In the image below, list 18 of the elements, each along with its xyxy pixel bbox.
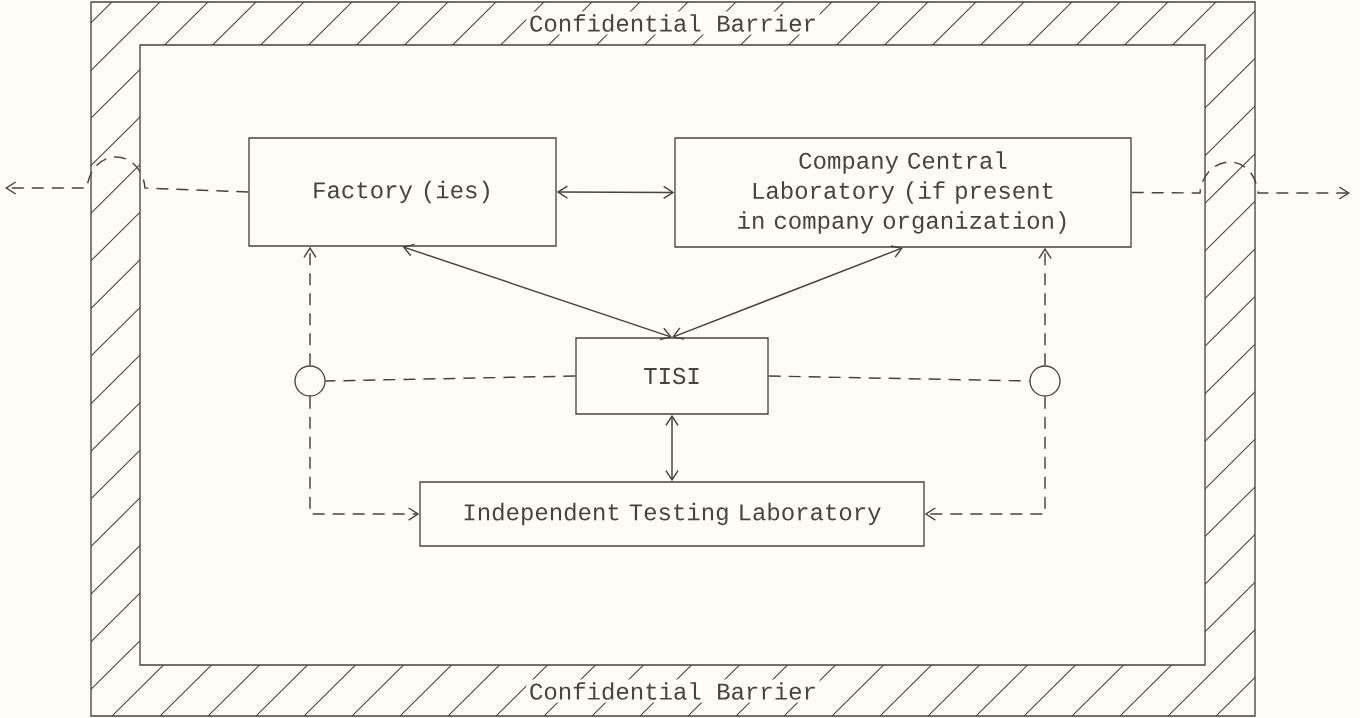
band-label: Confidential Barrier: [526, 679, 820, 703]
arrow: [556, 185, 675, 200]
process-box: TISI: [575, 337, 769, 415]
junction-circle: [294, 365, 326, 397]
process-box: Factory (ies): [248, 137, 557, 247]
arrow: [5, 156, 250, 195]
process-box: Independent Testing Laboratory: [419, 481, 925, 547]
arrow: [672, 245, 903, 340]
arrow: [309, 395, 420, 521]
process-box: Company Central Laboratory (if present in company organization): [674, 137, 1132, 248]
arrow: [665, 414, 679, 482]
arrow: [402, 243, 672, 341]
arrow: [924, 395, 1046, 521]
junction-circle: [1029, 365, 1061, 397]
arrow: [1130, 161, 1351, 200]
arrow: [303, 246, 317, 367]
band-label: Confidential Barrier: [526, 11, 820, 35]
arrow: [1038, 247, 1052, 367]
